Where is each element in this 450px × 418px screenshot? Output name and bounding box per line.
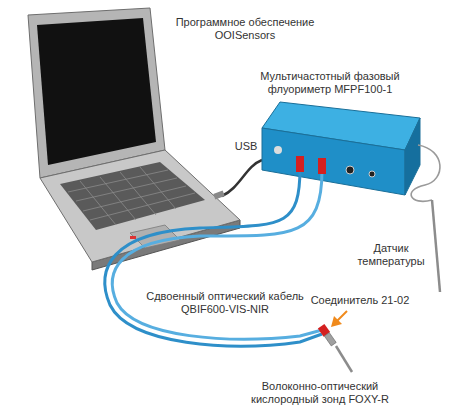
callout-label: Волоконно-оптический кислородный зонд FO… bbox=[240, 380, 400, 406]
temperature-probe bbox=[432, 200, 440, 292]
laptop-keyboard bbox=[60, 162, 205, 230]
laptop-lid bbox=[28, 8, 165, 178]
pointer-head bbox=[331, 316, 342, 327]
temperature-cable bbox=[411, 145, 440, 201]
callout-label: Соединитель 21-02 bbox=[310, 294, 410, 307]
callout-label: Программное обеспечение OOISensors bbox=[155, 16, 335, 42]
fiber-cable bbox=[112, 170, 322, 339]
fiber-plug bbox=[296, 156, 304, 172]
indicator bbox=[130, 236, 136, 239]
callout-label: Мультичастотный фазовый флуориметр MFPF1… bbox=[245, 70, 415, 96]
device-logo bbox=[274, 146, 282, 154]
fiber-plug bbox=[318, 158, 326, 174]
connector bbox=[318, 324, 337, 347]
pointer-arrow bbox=[337, 311, 347, 321]
callout-label: Датчик температуры bbox=[355, 242, 427, 268]
oxygen-probe bbox=[336, 346, 352, 372]
device-front bbox=[262, 128, 405, 195]
device-knob bbox=[346, 166, 354, 174]
fiber-cable bbox=[105, 168, 322, 346]
laptop-base bbox=[40, 150, 240, 262]
device-port bbox=[369, 171, 375, 177]
keyboard-keys bbox=[68, 167, 195, 225]
device-side bbox=[405, 118, 420, 195]
callout-label: Сдвоенный оптический кабель QBIF600-VIS-… bbox=[145, 290, 305, 316]
usb-cable bbox=[222, 160, 262, 196]
laptop-screen bbox=[37, 18, 156, 165]
callout-label: USB bbox=[230, 140, 262, 153]
usb-plug bbox=[213, 190, 224, 199]
touchpad bbox=[130, 225, 180, 248]
